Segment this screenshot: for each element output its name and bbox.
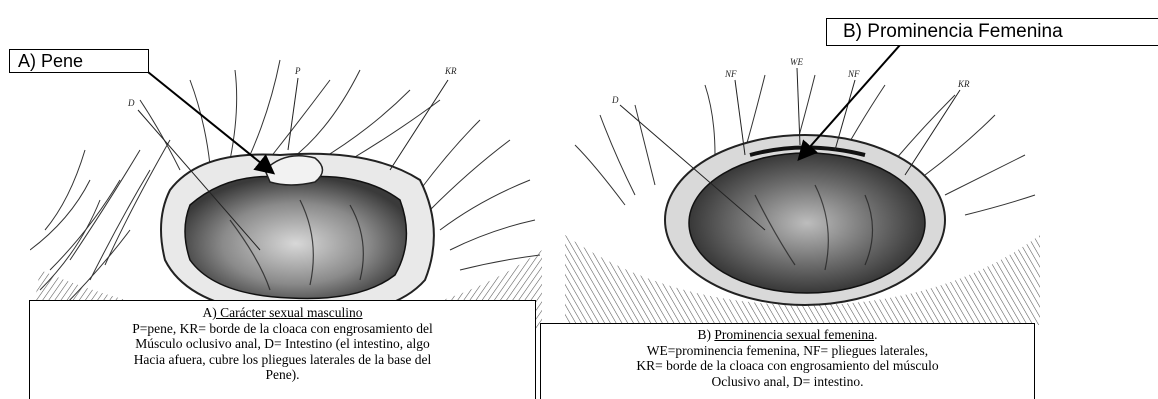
caption-female-title: B) Prominencia sexual femenina. (541, 327, 1034, 343)
male-cloaca-illustration: D P KR (30, 30, 542, 330)
label-p: P (294, 66, 301, 76)
caption-female-line-2: KR= borde de la cloaca con engrosamiento… (541, 358, 1034, 374)
label-kr: KR (444, 66, 457, 76)
label-we: WE (790, 57, 803, 67)
label-d: D (611, 95, 619, 105)
female-cloaca-drawing: D NF WE NF KR (565, 55, 1040, 325)
callout-penis: A) Pene (9, 49, 149, 73)
female-cloaca-illustration: D NF WE NF KR (565, 55, 1040, 325)
label-nf-left: NF (724, 69, 737, 79)
caption-male-line-4: Pene). (30, 367, 535, 383)
label-kr: KR (957, 79, 970, 89)
caption-female-line-1: WE=prominencia femenina, NF= pliegues la… (541, 343, 1034, 359)
caption-female: B) Prominencia sexual femenina. WE=promi… (540, 323, 1035, 399)
callout-female-prominence: B) Prominencia Femenina (826, 18, 1158, 46)
caption-male-line-1: P=pene, KR= borde de la cloaca con engro… (30, 321, 535, 337)
label-nf-right: NF (847, 69, 860, 79)
caption-male-line-2: Músculo oclusivo anal, D= Intestino (el … (30, 336, 535, 352)
feathers-right (420, 120, 540, 270)
caption-male-title: A) Carácter sexual masculino (30, 305, 535, 321)
cloaca-interior (185, 176, 406, 298)
label-d: D (127, 98, 135, 108)
male-cloaca-drawing: D P KR (30, 30, 542, 330)
caption-female-line-3: Oclusivo anal, D= intestino. (541, 374, 1034, 390)
caption-male: A) Carácter sexual masculino P=pene, KR=… (29, 300, 536, 399)
caption-male-line-3: Hacia afuera, cubre los pliegues lateral… (30, 352, 535, 368)
cloaca-interior (689, 153, 925, 293)
